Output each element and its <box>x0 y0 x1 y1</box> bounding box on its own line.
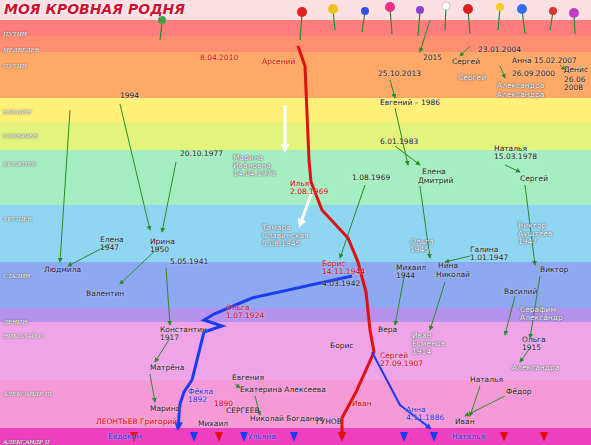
person-label: Сергей <box>458 74 486 82</box>
person-label: 4.03.1942 <box>322 280 360 288</box>
person-label: Елена <box>422 168 446 176</box>
person-label: Сергей <box>452 58 480 66</box>
person-label: 26.09.2000 <box>512 70 555 78</box>
person-label: Вера <box>378 326 397 334</box>
person-label: Василий <box>504 288 537 296</box>
ruler-name: МЕДВЕДЕВ <box>3 46 39 54</box>
white-arrow <box>284 105 287 150</box>
paternal-line <box>298 46 374 438</box>
person-label: Ольга 1.07.1924 <box>226 304 266 320</box>
person-label: Евдоким <box>108 433 142 441</box>
person-label: 8.04.2010 <box>200 54 238 62</box>
ruler-name: ПУТИН <box>3 30 27 38</box>
person-label: Николай <box>436 271 470 279</box>
person-label: Сергей <box>520 175 548 183</box>
ruler-name: ЛЕНИН <box>3 318 27 326</box>
era-band: ЕЛЬЦИН <box>0 98 591 122</box>
person-label: Борис <box>330 342 354 350</box>
ruler-name: ПУТИН <box>3 62 27 70</box>
ancestor-arrows <box>130 432 548 442</box>
person-label: Наталья 15.03.1978 <box>494 145 544 161</box>
person-label: 1994 <box>120 92 139 100</box>
person-label: Ульяна <box>248 433 276 441</box>
person-label: Марина Ивановна 14.04.1973 <box>233 154 283 178</box>
person-label: 1.08.1969 <box>352 174 390 182</box>
person-label: Матрёна <box>150 364 184 372</box>
era-band: НИКОЛАЙ II <box>0 322 591 380</box>
person-label: Александра <box>512 364 559 372</box>
maternal-line <box>178 276 352 428</box>
person-label: Арсений <box>262 58 295 66</box>
person-label: Галина 1.01.1947 <box>470 246 510 262</box>
chart-title: МОЯ КРОВНАЯ РОДНЯ <box>4 1 185 17</box>
person-label: Екатерина Алексеева <box>240 386 326 394</box>
person-label: Фёкла 1892 <box>188 388 216 404</box>
person-label: 23.01.2004 <box>478 46 521 54</box>
ruler-name: ГОРБАЧЕВ <box>3 132 37 140</box>
person-label: Николай Богданов <box>250 415 324 423</box>
person-label: Михаил 1944 <box>396 264 426 280</box>
person-label: Денис <box>564 66 588 74</box>
person-label: Илья 2.08.1969 <box>290 180 324 196</box>
person-label: Елена 1947 <box>100 236 130 252</box>
ruler-name: АЛЕКСАНДР III <box>3 390 52 398</box>
person-label: Тамара Славинская 5.08.1945 <box>262 224 308 248</box>
person-label: 5.05.1941 <box>170 258 208 266</box>
era-band: СТАЛИН <box>0 262 591 308</box>
person-label: 20.10.1977 <box>180 150 223 158</box>
person-label: Иван <box>455 418 475 426</box>
era-band: ЛЕНИН <box>0 308 591 322</box>
ruler-name: БРЕЖНЕВ <box>3 160 36 168</box>
person-label: 6.01.1983 <box>380 138 418 146</box>
person-label: 2015 <box>423 54 442 62</box>
person-label: Михаил <box>198 420 228 428</box>
person-label: Иван Есменов 1914 <box>412 332 458 356</box>
person-label: Иван <box>352 400 372 408</box>
ruler-name: СТАЛИН <box>3 272 30 280</box>
person-label: Ольга 1945 <box>410 238 438 254</box>
white-arrow <box>300 192 312 225</box>
person-label: Александра <box>497 82 544 90</box>
ruler-name: АЛЕКСАНДР II <box>3 438 49 445</box>
person-label: Борис 14.11.1944 <box>322 260 362 276</box>
person-label: ЛЕОНТЬЕВ Григорий <box>96 418 177 426</box>
person-label: Виктор Ауштеев 1947 <box>518 222 562 246</box>
person-label: Нина <box>438 262 458 270</box>
person-label: Евгений – 1986 <box>380 99 440 107</box>
ruler-name: НИКОЛАЙ II <box>3 332 43 340</box>
person-label: Константин 1917 <box>160 326 202 342</box>
flower-heads <box>158 2 579 24</box>
era-band: ПУТИН <box>0 20 591 36</box>
person-label: Сергей 27.09.1907 <box>380 352 428 368</box>
flower-decoration <box>160 6 575 40</box>
person-label: Дмитрий <box>418 177 453 185</box>
person-label: Ольга 1915 <box>522 336 552 352</box>
person-label: Наталья <box>452 433 485 441</box>
person-label: Евгения <box>232 374 264 382</box>
person-label: СЕРГЕЕВ <box>226 407 260 415</box>
person-label: Александра <box>497 91 544 99</box>
person-label: ГУНОВ <box>316 418 342 426</box>
person-label: Наталья <box>470 376 503 384</box>
ruler-name: ЕЛЬЦИН <box>3 108 31 116</box>
person-label: 25.10.2013 <box>378 70 421 78</box>
person-label: Анна 15.02.2007 <box>512 57 577 65</box>
person-label: 26.06 2008 <box>564 76 588 92</box>
person-label: Ирина 1950 <box>150 238 180 254</box>
descent-line <box>60 20 565 416</box>
person-label: Валентин <box>86 290 124 298</box>
person-label: Марина <box>150 405 180 413</box>
person-label: Фёдор <box>506 388 532 396</box>
person-label: Виктор <box>540 266 568 274</box>
person-label: Анна 4.11.1886 <box>406 406 446 422</box>
ruler-name: ХРУЩЕВ <box>3 215 32 223</box>
person-label: Серафим Александр <box>520 306 566 322</box>
person-label: Людмила <box>44 266 81 274</box>
